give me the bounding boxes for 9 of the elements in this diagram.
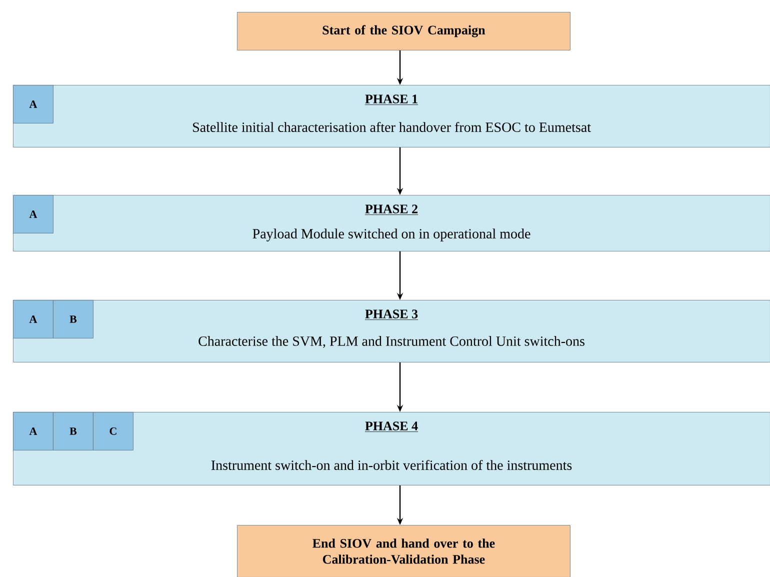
tag-box: A (13, 300, 54, 338)
tag-box: A (13, 412, 54, 450)
tag-box: C (93, 412, 134, 450)
terminal-box: End SIOV and hand over to the Calibration-Validation Phase (237, 524, 570, 577)
tag-box: B (53, 412, 94, 450)
tag-box: B (53, 300, 94, 338)
tag-box: A (13, 194, 54, 234)
terminal-box: Start of the SIOV Campaign (237, 12, 570, 50)
tag-box: A (13, 85, 54, 124)
